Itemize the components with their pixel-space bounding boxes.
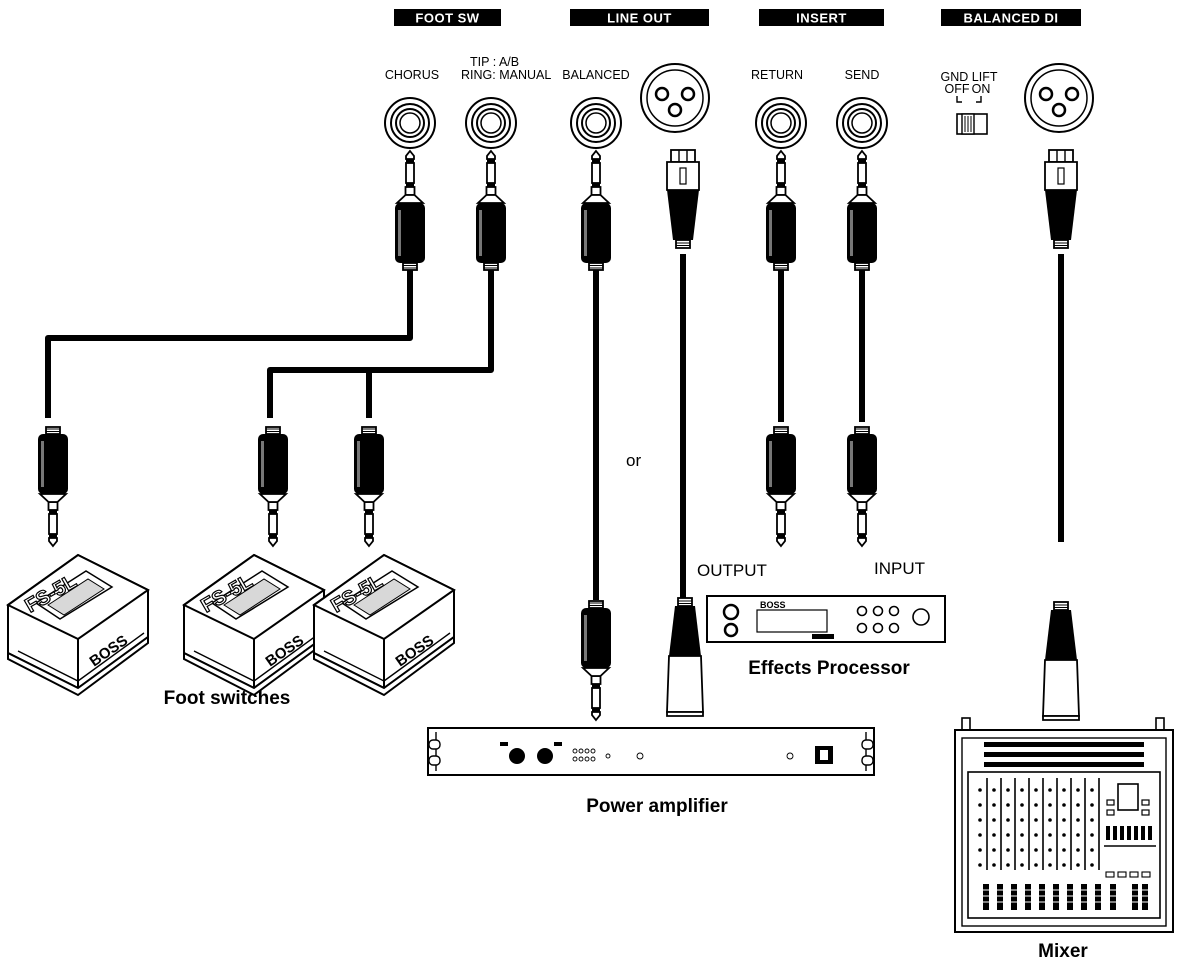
phone-jack-icon	[755, 97, 807, 149]
phone-plug-icon	[766, 427, 796, 546]
xlr-plug-icon	[666, 597, 704, 717]
phone-plug-icon	[258, 427, 288, 546]
phone-jack-icon	[836, 97, 888, 149]
label-send: SEND	[845, 68, 880, 82]
label-tip: TIP : A/B	[470, 55, 519, 69]
caption-foot-switches: Foot switches	[164, 688, 291, 709]
foot-switch-pedal: FS-5L BOSS	[313, 554, 455, 696]
header-foot-sw: FOOT SW	[394, 9, 501, 26]
toggle-switch-icon	[956, 96, 988, 135]
caption-mixer: Mixer	[1038, 941, 1088, 962]
label-or: or	[626, 451, 641, 470]
xlr-jack-icon	[639, 62, 711, 134]
fx-brand: BOSS	[760, 600, 786, 610]
phone-jack-icon	[384, 97, 436, 149]
phone-plug-icon	[846, 150, 878, 271]
xlr-plug-icon	[1042, 601, 1080, 721]
phone-jack-icon	[465, 97, 517, 149]
label-balanced: BALANCED	[562, 68, 629, 82]
phone-plug-icon	[475, 150, 507, 271]
header-balanced-di-text: BALANCED DI	[963, 11, 1058, 26]
label-input: INPUT	[874, 559, 925, 578]
header-balanced-di: BALANCED DI	[941, 9, 1081, 26]
caption-effects-processor: Effects Processor	[748, 658, 910, 679]
header-line-out: LINE OUT	[570, 9, 709, 26]
header-foot-sw-text: FOOT SW	[415, 11, 479, 26]
phone-plug-icon	[581, 601, 611, 720]
cables	[45, 254, 1064, 605]
xlr-jack-icon	[1023, 62, 1095, 134]
label-ring: RING: MANUAL	[461, 68, 551, 82]
phone-plug-icon	[580, 150, 612, 271]
phone-plug-icon	[765, 150, 797, 271]
phone-plug-icon	[354, 427, 384, 546]
label-output: OUTPUT	[697, 561, 767, 580]
header-insert-text: INSERT	[796, 11, 847, 26]
caption-power-amplifier: Power amplifier	[586, 796, 728, 817]
phone-plug-icon	[847, 427, 877, 546]
label-chorus: CHORUS	[385, 68, 439, 82]
label-off: OFF	[945, 82, 970, 96]
mixer	[954, 717, 1174, 933]
phone-plug-icon	[38, 427, 68, 546]
xlr-plug-icon	[1044, 149, 1078, 249]
power-amplifier	[427, 727, 875, 776]
label-return: RETURN	[751, 68, 803, 82]
xlr-plug-icon	[666, 149, 700, 249]
label-gnd-lift: GND LIFT	[941, 70, 998, 84]
foot-switch-pedal: FS-5L BOSS	[7, 554, 149, 696]
effects-processor: BOSS	[706, 595, 946, 643]
header-line-out-text: LINE OUT	[607, 11, 672, 26]
foot-switch-pedal: FS-5L BOSS	[183, 554, 325, 696]
phone-jack-icon	[570, 97, 622, 149]
header-insert: INSERT	[759, 9, 884, 26]
label-on: ON	[972, 82, 991, 96]
phone-plug-icon	[394, 150, 426, 271]
